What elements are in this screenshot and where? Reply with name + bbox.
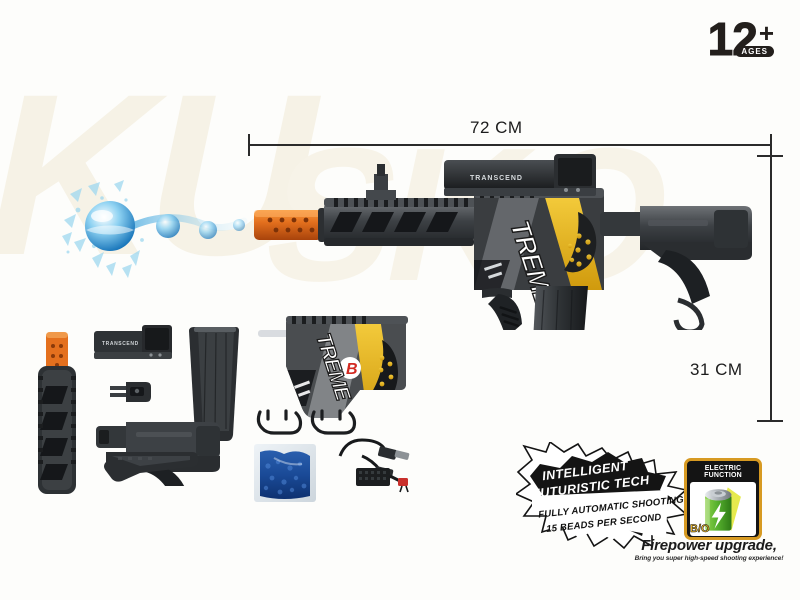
- height-dimension-label: 31 CM: [690, 360, 743, 379]
- width-dimension-label: 72 CM: [470, 118, 523, 137]
- age-label: AGES: [735, 46, 774, 57]
- electric-function-badge: ELECTRIC FUNCTION: [684, 458, 762, 540]
- optic-brand-text: TRANSCEND: [470, 175, 523, 182]
- handguard: [324, 164, 484, 246]
- muzzle-brake: [254, 208, 326, 242]
- battery-operated-label: B/O: [690, 523, 710, 536]
- receiver: TREME: [474, 188, 604, 330]
- age-badge: 12 + AGES: [707, 16, 774, 63]
- compact-blaster-config: B TREME: [258, 316, 408, 418]
- logo-letter: B: [346, 361, 358, 378]
- adjustable-stock: [600, 206, 752, 330]
- inserted-magazine: [533, 286, 588, 330]
- accessory-handguard-with-muzzle: [38, 332, 76, 494]
- height-dimension-cap-bottom: [757, 420, 783, 422]
- accessory-optic-brand: TRANSCEND: [102, 341, 139, 347]
- accessory-rail-mount: [110, 382, 151, 402]
- holographic-optic: TRANSCEND: [444, 154, 596, 196]
- width-dimension-cap-left: [248, 134, 250, 156]
- height-dimension-line: [770, 155, 772, 422]
- main-blaster-rifle: TREME: [254, 154, 752, 330]
- accessory-clip-pair: [256, 409, 357, 435]
- accessory-holographic-optic: TRANSCEND: [94, 325, 172, 359]
- age-plus-icon: +: [758, 18, 774, 48]
- accessory-magazine: [189, 327, 239, 441]
- tagline-line-1: Firepower upgrade,: [641, 537, 777, 554]
- battery-icon: [705, 487, 741, 531]
- electric-badge-title: ELECTRIC FUNCTION: [704, 465, 742, 479]
- accessory-usb-charger-and-battery: [338, 438, 410, 493]
- water-gel-bead-splash-icon: [62, 180, 248, 278]
- width-dimension-cap-right: [770, 134, 772, 156]
- tagline-line-2: Bring you super high-speed shooting expe…: [634, 554, 784, 562]
- height-dimension-cap-top: [757, 155, 783, 157]
- feature-burst-badge: INTELLIGENT FUTURISTIC TECH FULLY AUTOMA…: [516, 442, 688, 550]
- width-dimension-line: [248, 144, 772, 146]
- battery-icon-box: [690, 482, 756, 536]
- accessory-angled-foregrip: [104, 452, 198, 482]
- tagline-block: Firepower upgrade, Bring you super high-…: [620, 538, 798, 562]
- accessory-gel-bead-bag: [254, 444, 316, 502]
